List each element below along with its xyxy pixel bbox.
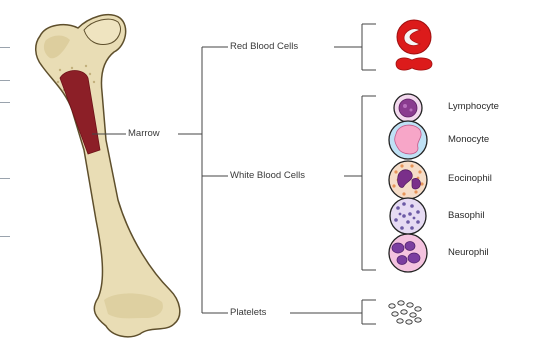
red-blood-cell-icon <box>397 20 431 54</box>
white-blood-cells-label: White Blood Cells <box>229 170 306 182</box>
basophil-icon <box>390 198 426 234</box>
eocinophil-label: Eocinophil <box>448 173 492 185</box>
lymphocyte-label: Lymphocyte <box>448 101 499 113</box>
femur-bone <box>36 15 180 337</box>
marrow-label: Marrow <box>127 128 161 140</box>
red-blood-cells-label: Red Blood Cells <box>229 41 299 53</box>
neurophil-icon <box>389 234 427 272</box>
basophil-label: Basophil <box>448 210 484 222</box>
neurophil-label: Neurophil <box>448 247 489 259</box>
monocyte-icon <box>389 121 427 159</box>
platelets-label: Platelets <box>229 307 267 319</box>
lymphocyte-icon <box>394 94 422 122</box>
monocyte-label: Monocyte <box>448 134 489 146</box>
red-blood-cell-side-icon <box>396 58 432 70</box>
platelets-icon <box>389 301 421 324</box>
eocinophil-icon <box>389 161 427 199</box>
